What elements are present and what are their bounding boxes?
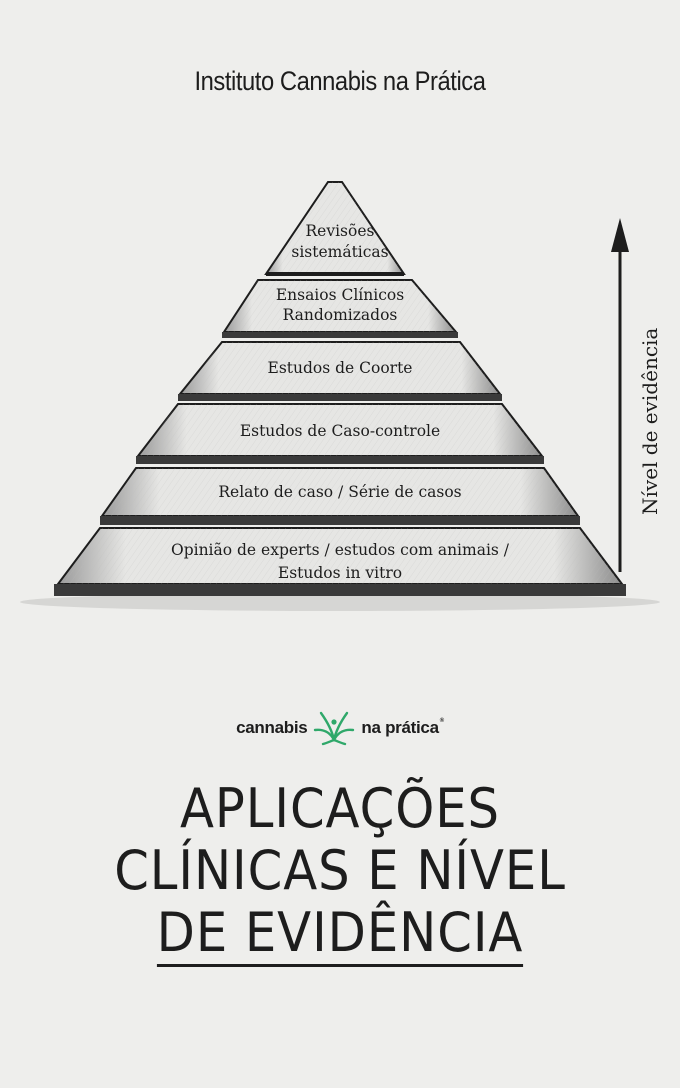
pyramid-level-6-texture [58, 528, 622, 584]
logo-registered-mark: ® [439, 718, 444, 724]
title-line-2: CLÍNICAS E NÍVEL [114, 839, 566, 902]
pyramid-level-5-line-1: Relato de caso / Série de casos [218, 483, 461, 501]
evidence-pyramid: Revisões sistemáticas Ensaios Clínicos R… [20, 181, 662, 611]
logo-word-right: na prática® [361, 718, 444, 738]
pyramid-level-2-line-2: Randomizados [283, 306, 398, 324]
pyramid-level-3-edge [178, 394, 502, 401]
ground-shadow [20, 593, 660, 611]
evidence-axis-label: Nível de evidência [638, 328, 662, 515]
pyramid-level-6-edge [54, 584, 626, 596]
brand-logo: cannabis na prática® [0, 710, 680, 746]
evidence-arrow-head [611, 218, 629, 252]
pyramid-level-4-texture [138, 404, 542, 456]
logo-word-left: cannabis [236, 718, 308, 737]
pyramid-level-6-line-1: Opinião de experts / estudos com animais… [171, 541, 510, 559]
pyramid-level-5-texture [102, 468, 578, 516]
title-line-1: APLICAÇÕES [179, 777, 500, 840]
pyramid-level-1-texture [266, 182, 404, 274]
pyramid-level-3-texture [180, 342, 500, 394]
pyramid-level-2-line-1: Ensaios Clínicos [276, 286, 404, 304]
pyramid-level-5-edge [100, 516, 580, 525]
logo-word-right-text: na prática [361, 718, 439, 737]
title-line-3-text: DE EVIDÊNCIA [156, 901, 524, 967]
pyramid-level-3-line-1: Estudos de Coorte [268, 359, 413, 377]
pyramid-level-4-line-1: Estudos de Caso-controle [240, 422, 440, 440]
pyramid-level-1-line-2: sistemáticas [291, 243, 388, 261]
pyramid-level-2-edge [222, 332, 458, 338]
title-line-3: DE EVIDÊNCIA [27, 901, 653, 967]
page-header: Instituto Cannabis na Prática [194, 66, 486, 96]
cannabis-leaf-icon [314, 711, 355, 746]
pyramid-level-4-edge [136, 456, 544, 464]
pyramid-level-1-line-1: Revisões [306, 222, 375, 240]
pyramid-level-6-line-2: Estudos in vitro [278, 564, 402, 582]
main-title: APLICAÇÕES CLÍNICAS E NÍVEL DE EVIDÊNCIA [27, 777, 653, 967]
pyramid-level-2-texture [224, 280, 456, 332]
